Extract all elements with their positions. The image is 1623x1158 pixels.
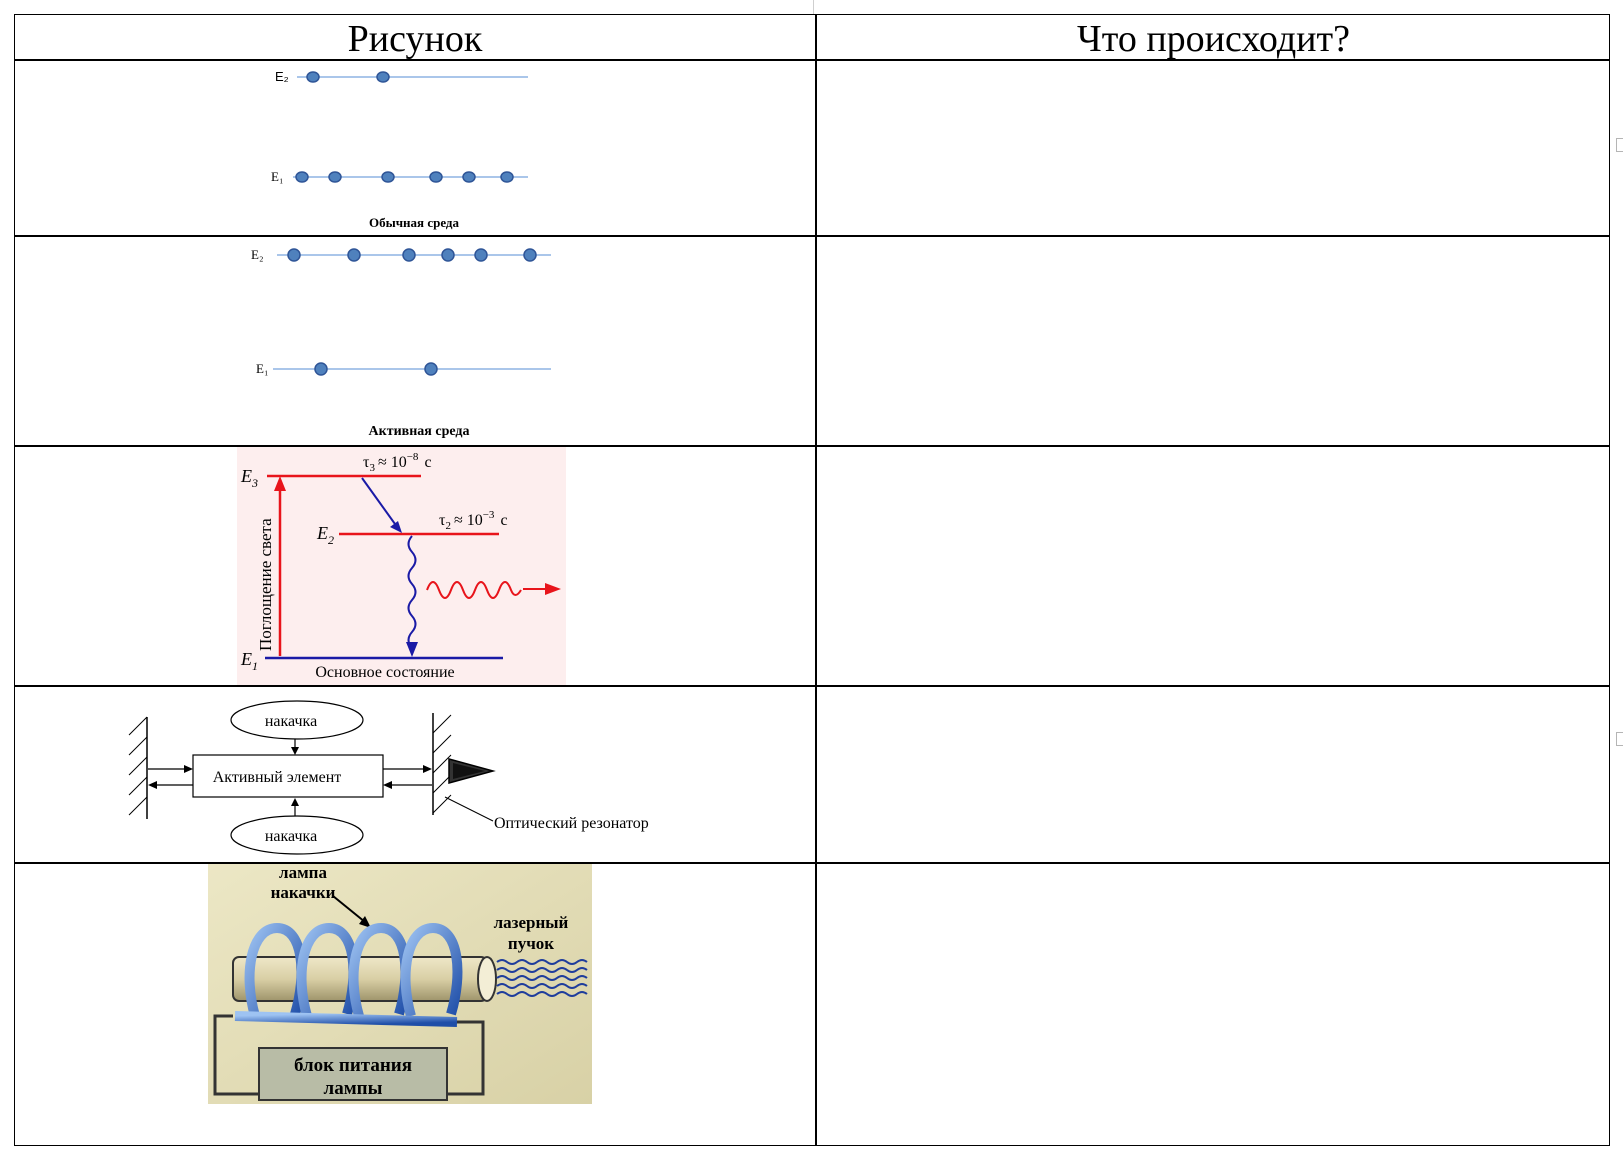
column-guide [813,0,814,14]
caption-active-medium: Активная среда [369,424,470,439]
atom [424,362,438,376]
label-absorption: Поглощение света [256,518,275,651]
pump-lamp-coil [234,922,463,1027]
figure-active-medium: E₂ E₁ Активная среда [15,237,815,445]
answer-cell-2[interactable] [816,237,1611,445]
atom [462,171,476,183]
resonator-pointer [444,796,494,822]
beam-arrowhead [148,781,157,789]
label-pump-top: накачка [265,713,317,730]
answer-cell-1[interactable] [816,61,1611,235]
atom [314,362,328,376]
header-what-happens: Что происходит? [1077,18,1350,60]
transition-arrowhead [390,521,402,533]
power-supply-block [258,1047,448,1101]
atom [306,71,320,83]
label-e3: E3 [240,466,258,490]
beam-arrowhead [383,781,392,789]
label-active-element: Активный элемент [213,769,342,786]
level-label-lower: E₁ [271,169,283,184]
atom [441,248,455,262]
laser-beam-waves [496,959,588,997]
atom [429,171,443,183]
column-divider [815,15,817,1145]
active-element [192,754,384,798]
level-label-lower: E₁ [256,361,268,376]
pump-top [230,700,364,740]
label-pump-bottom: накачка [265,828,317,845]
worksheet-table: Рисунок Что происходит? E₂ E₁ Обычная ср… [14,14,1610,1146]
level-label-upper: E₂ [251,247,263,262]
wire-right [435,1020,485,1096]
figure-ordinary-medium: E₂ E₁ Обычная среда [15,61,815,235]
atom [295,171,309,183]
caption-ordinary-medium: Обычная среда [369,215,460,230]
beam-arrowhead [184,765,193,773]
label-ground-state: Основное состояние [315,664,454,681]
row-divider-header [15,59,1609,61]
diagram-background [237,447,566,685]
pump-bottom-arrowhead [291,798,299,806]
figure-laser-scheme: накачка накачка Активный элемент [15,687,815,862]
answer-cell-5[interactable] [816,864,1611,1145]
lamp-pointer [332,895,366,923]
answer-cell-4[interactable] [816,687,1611,862]
page-edge-marker [1616,138,1623,152]
pump-bottom [230,815,364,855]
label-e2: E2 [316,523,334,547]
ruby-rod [232,956,488,1002]
absorption-arrowhead [274,476,286,491]
wire-left [213,1014,273,1096]
left-mirror-hatching [128,716,148,816]
header-figure: Рисунок [347,18,483,60]
atom [347,248,361,262]
rod-end [477,956,497,1002]
photon-arrowhead [545,583,561,595]
emitted-photon [426,581,522,599]
atom [402,248,416,262]
label-e1: E1 [240,649,258,673]
atom [376,71,390,83]
atom [474,248,488,262]
answer-cell-3[interactable] [816,447,1611,685]
output-beam-core [453,763,485,779]
row-divider-2 [15,445,1609,447]
radiative-transition [407,535,417,649]
pump-top-arrowhead [291,747,299,755]
row-divider-3 [15,685,1609,687]
atom [500,171,514,183]
row-divider-1 [15,235,1609,237]
page-edge-marker [1616,732,1623,746]
beam-arrowhead [423,765,432,773]
radiative-arrowhead [406,642,418,657]
atom [287,248,301,262]
lamp-pointer-arrowhead [359,916,371,928]
nonradiative-transition [361,477,396,525]
level-label-upper: E₂ [275,69,289,84]
row-divider-4 [15,862,1609,864]
atom [523,248,537,262]
atom [328,171,342,183]
label-resonator: Оптический резонатор [494,815,649,832]
atom [381,171,395,183]
